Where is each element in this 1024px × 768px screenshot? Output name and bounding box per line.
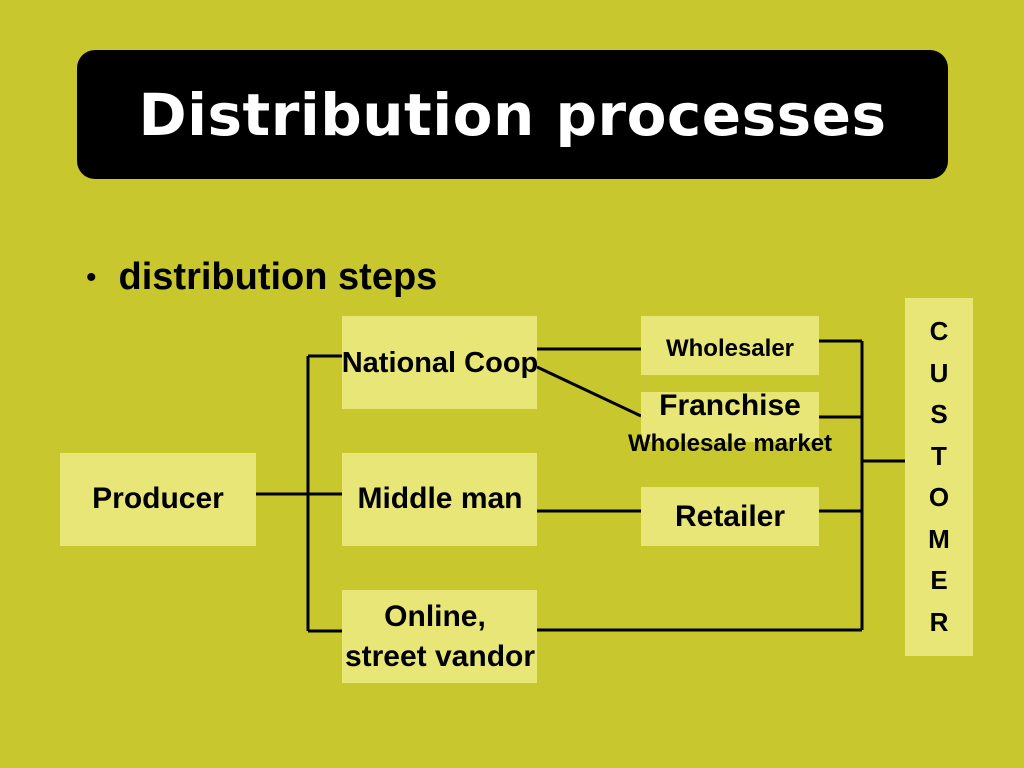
retailer-box bbox=[641, 487, 819, 546]
wholesaler-box bbox=[641, 316, 819, 375]
customer-letter: U bbox=[929, 357, 949, 388]
online-label-line1: Online, bbox=[384, 600, 486, 633]
wholesaler-label: Wholesaler bbox=[665, 335, 795, 362]
middle-man-box bbox=[342, 453, 537, 546]
wholesale-market-label: Wholesale market bbox=[627, 430, 833, 457]
franchise-label: Franchise bbox=[659, 389, 801, 422]
customer-letter: E bbox=[930, 565, 948, 595]
franchise-box bbox=[641, 392, 819, 442]
bullet-item: • distribution steps bbox=[86, 256, 437, 299]
producer-label: Producer bbox=[92, 482, 224, 515]
slide-title: Distribution processes bbox=[138, 80, 887, 149]
bullet-text: distribution steps bbox=[118, 256, 438, 298]
customer-letter: T bbox=[931, 440, 947, 471]
producer-box bbox=[60, 453, 256, 546]
customer-letter: M bbox=[928, 523, 950, 554]
customer-letter: C bbox=[929, 316, 949, 346]
customer-letter: R bbox=[929, 606, 949, 637]
customer-letter: O bbox=[928, 482, 950, 512]
online-box bbox=[342, 590, 537, 683]
online-label-line2: street vandor bbox=[344, 640, 536, 673]
national-coop-label: National Coop bbox=[341, 347, 539, 379]
national-coop-box bbox=[342, 316, 537, 409]
line-coop-franchise bbox=[536, 365, 642, 418]
middle-man-label: Middle man bbox=[357, 482, 523, 515]
bullet-symbol: • bbox=[86, 260, 97, 294]
title-bar: Distribution processes bbox=[77, 50, 948, 179]
retailer-label: Retailer bbox=[674, 500, 786, 533]
customer-box: C U S T O M E R bbox=[905, 298, 973, 656]
customer-letter: S bbox=[930, 399, 948, 429]
